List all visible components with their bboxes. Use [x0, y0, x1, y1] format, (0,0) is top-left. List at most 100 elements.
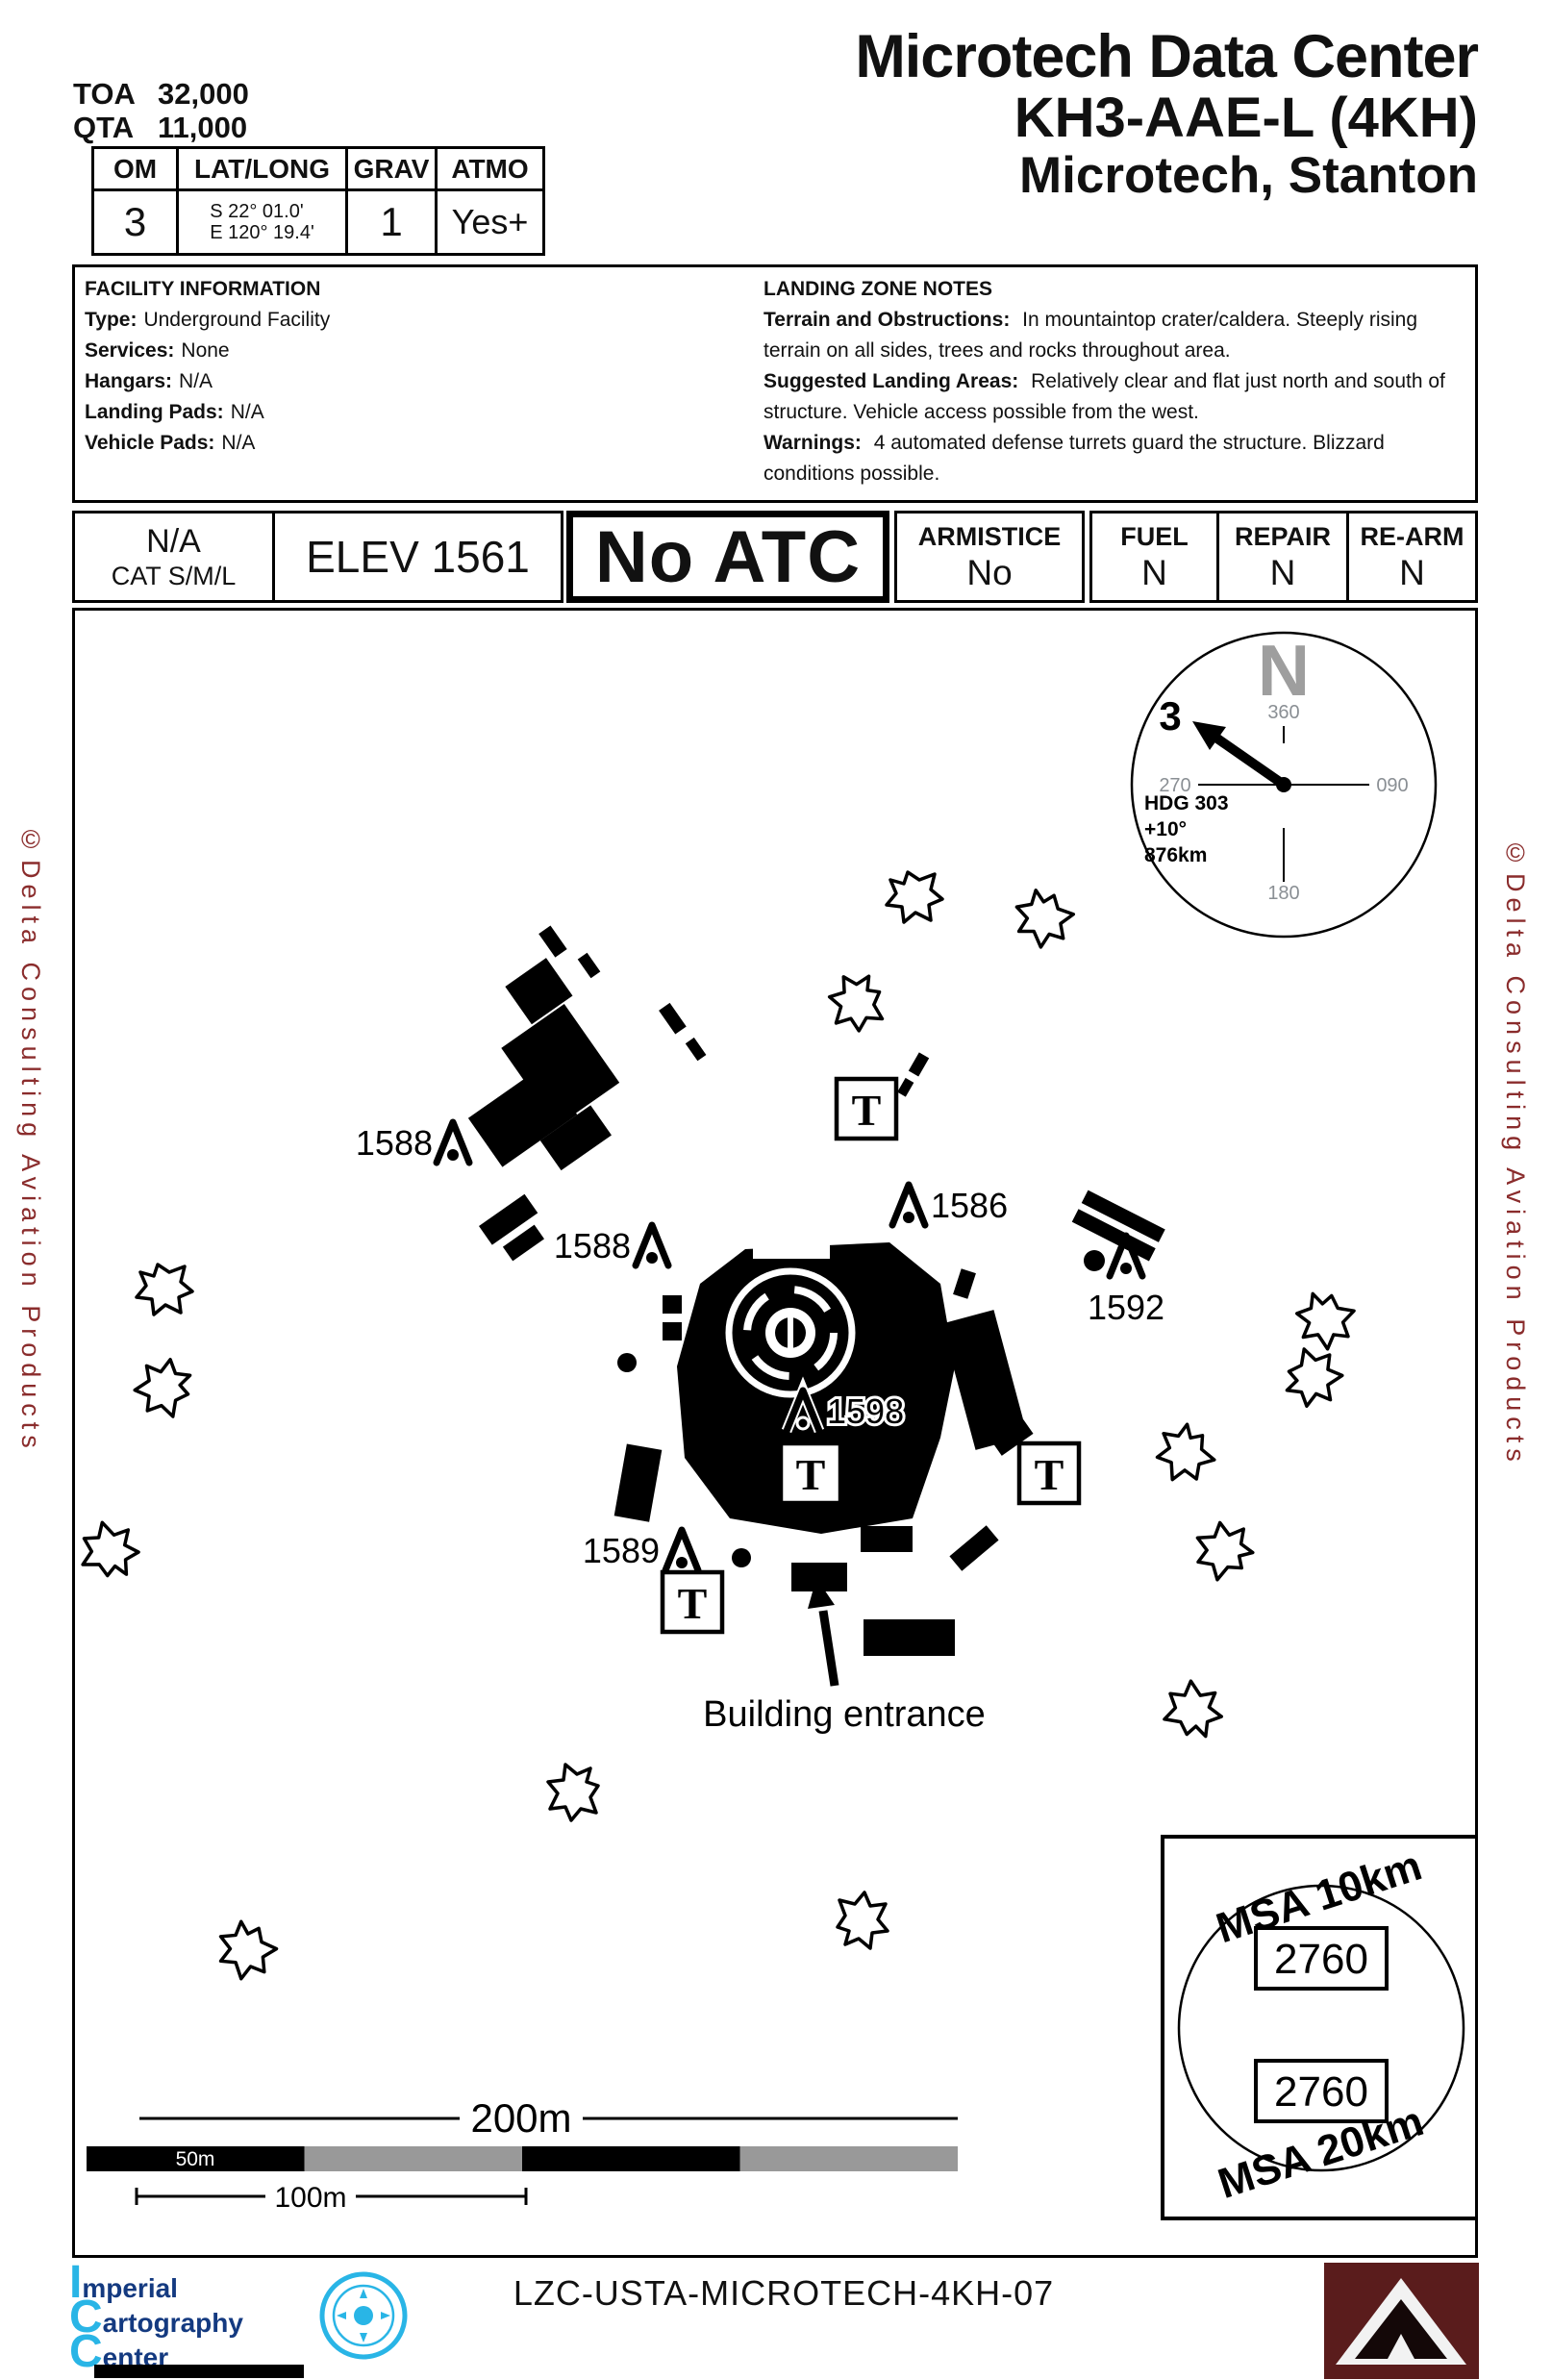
qta-line: QTA 11,000	[73, 111, 249, 144]
atmo-value: Yes+	[451, 202, 529, 241]
elevation-value: ELEV 1561	[306, 532, 530, 582]
elevation-label: 1589	[583, 1531, 660, 1570]
scale-bar: 200m 50m 100m	[87, 2095, 958, 2214]
slope-label: +10°	[1144, 818, 1187, 840]
rearm-box: RE-ARM N	[1346, 511, 1478, 603]
latlong-value: S 22° 01.0' E 120° 19.4'	[179, 191, 348, 253]
msa-20km-value: 2760	[1274, 2068, 1368, 2116]
toa-qta-block: TOA 32,000 QTA 11,000	[73, 77, 249, 144]
armistice-value: No	[966, 553, 1013, 592]
peak-icon	[632, 1221, 672, 1269]
chart-location: Microtech, Stanton	[1018, 147, 1478, 204]
entrance-label: Building entrance	[703, 1694, 986, 1735]
landing-zone-notes: LANDING ZONE NOTES Terrain and Obstructi…	[763, 274, 1470, 489]
compass-north-label: N	[1258, 630, 1310, 711]
landing-pad-ring	[725, 1267, 856, 1398]
agency-logo	[1324, 2263, 1479, 2380]
latlong-header: LAT/LONG	[179, 149, 348, 191]
distance-label: 876km	[1144, 844, 1207, 866]
rock-symbols	[81, 870, 1356, 1981]
facility-information: FACILITY INFORMATION Type:Underground Fa…	[85, 274, 710, 459]
cat-label: CAT S/M/L	[111, 562, 237, 590]
scale-50m-label: 50m	[176, 2148, 215, 2170]
heading-arrow	[1214, 734, 1287, 789]
title-block: Microtech Data Center KH3-AAE-L (4KH) Mi…	[855, 23, 1479, 204]
building-cluster-nw	[467, 925, 707, 1262]
svg-text:T: T	[796, 1450, 826, 1499]
elev-box: ELEV 1561	[272, 511, 563, 603]
compass-tick-270: 270	[1159, 775, 1190, 796]
spot-elevation-markers: 1588 1588 1586 1592 1598	[356, 1118, 1164, 1574]
facility-vehicle-pads: Vehicle Pads:N/A	[85, 432, 256, 454]
facility-type: Type:Underground Facility	[85, 309, 331, 331]
facility-services: Services:None	[85, 339, 230, 362]
peak-icon	[1106, 1232, 1146, 1280]
approach-bearing-number: 3	[1159, 693, 1181, 739]
rearm-label: RE-ARM	[1360, 522, 1464, 551]
compass-rose: N 360 090 180 270 3 HDG 303 +10° 876km	[1130, 630, 1438, 939]
turret-icon: T	[834, 1076, 899, 1141]
atc-value: No ATC	[594, 515, 862, 598]
armistice-label: ARMISTICE	[917, 522, 1062, 551]
lat-value: S 22° 01.0'	[210, 201, 304, 222]
chart-designator: KH3-AAE-L (4KH)	[1014, 87, 1478, 149]
entrance-arrow-icon	[808, 1578, 835, 1609]
publisher-line: C artography	[69, 2292, 243, 2342]
elevation-label: 1592	[1088, 1288, 1164, 1327]
grav-value: 1	[348, 191, 438, 253]
uee-seal-icon	[317, 2269, 410, 2367]
heading-arrowhead-icon	[1192, 721, 1226, 750]
peak-icon	[433, 1118, 473, 1166]
toa-line: TOA 32,000	[73, 77, 249, 111]
main-facility-building	[613, 1052, 1165, 1656]
elevation-label: 1598	[827, 1391, 904, 1431]
map-chart-area: 1588 1588 1586 1592 1598	[72, 608, 1480, 2258]
facility-notes-box: FACILITY INFORMATION Type:Underground Fa…	[72, 264, 1478, 503]
om-value: 3	[94, 191, 179, 253]
fuel-box: FUEL N	[1089, 511, 1219, 603]
svg-text:T: T	[1035, 1450, 1064, 1499]
svg-text:T: T	[852, 1086, 882, 1135]
qta-value: 11,000	[158, 111, 248, 144]
facility-landing-pads: Landing Pads:N/A	[85, 401, 264, 423]
chart-id: LZC-USTA-MICROTECH-4KH-07	[513, 2273, 1055, 2313]
copyright-left: ©Delta Consulting Aviation Products	[16, 825, 45, 1454]
repair-box: REPAIR N	[1216, 511, 1349, 603]
map-svg: 1588 1588 1586 1592 1598	[81, 630, 1480, 2220]
fuel-value: N	[1141, 553, 1167, 592]
msa-inset: MSA 10km 2760 2760 MSA 20km	[1161, 1835, 1480, 2220]
building-entrance-callout: Building entrance	[703, 1578, 986, 1735]
peak-icon	[662, 1526, 702, 1574]
note-landing-areas: Suggested Landing Areas: Relatively clea…	[763, 370, 1445, 423]
qta-label: QTA	[73, 111, 135, 144]
publisher-underline	[94, 2365, 304, 2378]
scale-200m-label: 200m	[470, 2095, 571, 2141]
elevation-label: 1588	[356, 1123, 433, 1163]
turret-icon: T	[660, 1569, 725, 1635]
atc-box: No ATC	[566, 511, 889, 603]
cat-value: N/A	[146, 523, 201, 560]
toa-value: 32,000	[158, 77, 249, 111]
long-value: E 120° 19.4'	[210, 222, 314, 243]
armistice-box: ARMISTICE No	[894, 511, 1085, 603]
facility-info-table: OM LAT/LONG GRAV ATMO 3 S 22° 01.0' E 12…	[91, 146, 545, 256]
peak-icon	[889, 1181, 929, 1229]
turret-icon: T	[1016, 1441, 1082, 1506]
copyright-right: ©Delta Consulting Aviation Products	[1501, 839, 1530, 1467]
lz-notes-heading: LANDING ZONE NOTES	[763, 278, 993, 300]
msa-10km-value: 2760	[1274, 1936, 1368, 1983]
rearm-value: N	[1399, 553, 1425, 592]
repair-label: REPAIR	[1234, 522, 1331, 551]
atmo-header: ATMO	[438, 149, 542, 191]
turret-icon: T	[778, 1441, 843, 1506]
peak-icon	[781, 1376, 825, 1435]
chart-title: Microtech Data Center	[855, 23, 1479, 90]
compass-tick-180: 180	[1267, 883, 1299, 904]
om-header: OM	[94, 149, 179, 191]
fuel-label: FUEL	[1120, 522, 1189, 551]
note-terrain: Terrain and Obstructions: In mountaintop…	[763, 309, 1418, 362]
publisher-logo: I mperial C artography C enter	[69, 2257, 243, 2375]
compass-tick-360: 360	[1267, 702, 1299, 723]
publisher-line: I mperial	[69, 2257, 178, 2308]
